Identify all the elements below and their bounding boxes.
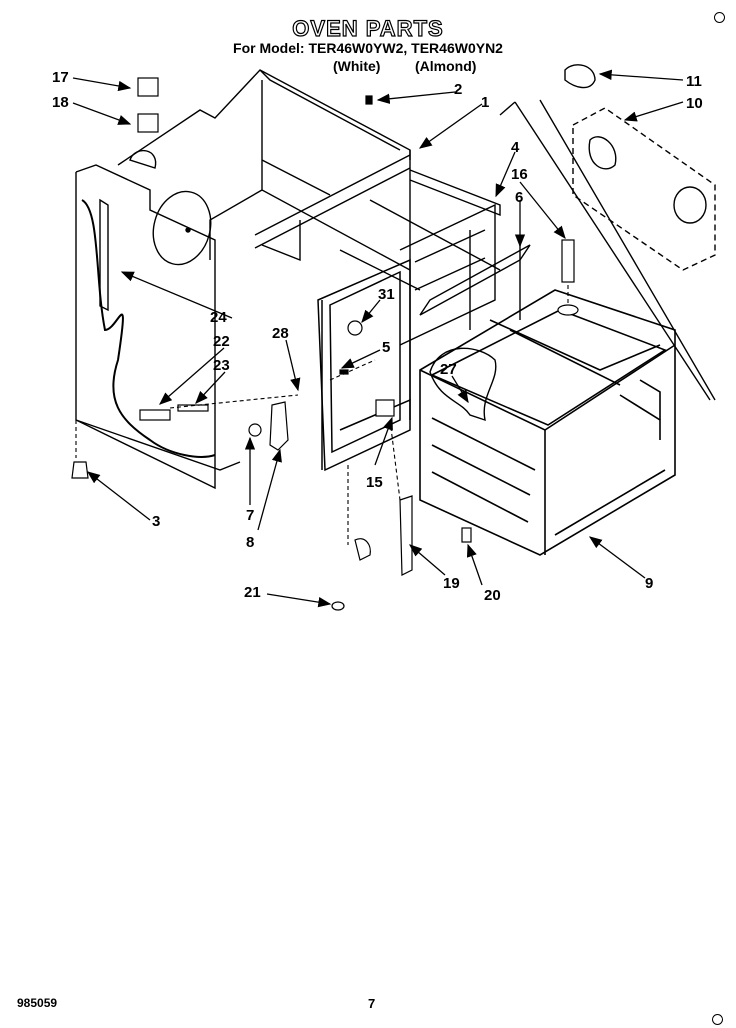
- callout-16: 16: [511, 166, 528, 183]
- small-parts: [71, 77, 579, 611]
- oven-cavity: [419, 289, 676, 556]
- registration-mark-icon: [714, 12, 725, 23]
- oven-chassis: [117, 69, 501, 400]
- page-number: 7: [368, 996, 376, 1011]
- variant-almond: (Almond): [415, 58, 477, 74]
- light-assembly: [499, 64, 716, 401]
- callout-6: 6: [515, 189, 524, 206]
- model-numbers: For Model: TER46W0YW2, TER46W0YN2: [233, 40, 503, 56]
- document-number: 985059: [17, 996, 58, 1010]
- callout-3: 3: [152, 513, 161, 530]
- burner-disc: [152, 190, 212, 266]
- side-panel: [75, 164, 241, 490]
- callout-17: 17: [52, 69, 69, 86]
- callout-9: 9: [645, 575, 654, 592]
- element-bracket: [429, 347, 497, 422]
- variant-white: (White): [333, 58, 381, 74]
- callout-24: 24: [210, 309, 227, 326]
- callout-28: 28: [272, 325, 289, 342]
- callout-11: 11: [686, 73, 702, 90]
- front-frame: [317, 258, 411, 472]
- callout-31: 31: [378, 286, 395, 303]
- back-rack-panel: [399, 203, 531, 346]
- callout-21: 21: [244, 584, 261, 601]
- callout-27: 27: [440, 361, 457, 378]
- callout-18: 18: [52, 94, 69, 111]
- callout-5: 5: [382, 339, 391, 356]
- callout-1: 1: [481, 94, 490, 111]
- callout-2: 2: [454, 81, 463, 98]
- callout-7: 7: [246, 507, 255, 524]
- leader-arrows: [72, 69, 684, 608]
- callout-20: 20: [484, 587, 501, 604]
- callout-23: 23: [213, 357, 230, 374]
- callout-8: 8: [246, 534, 255, 551]
- registration-mark-icon: [712, 1014, 723, 1025]
- callout-4: 4: [511, 139, 520, 156]
- callout-15: 15: [366, 474, 383, 491]
- page-title: OVEN PARTS: [292, 15, 444, 41]
- callout-10: 10: [686, 95, 703, 112]
- dashed-connectors: [75, 285, 569, 545]
- callout-19: 19: [443, 575, 460, 592]
- callout-22: 22: [213, 333, 230, 350]
